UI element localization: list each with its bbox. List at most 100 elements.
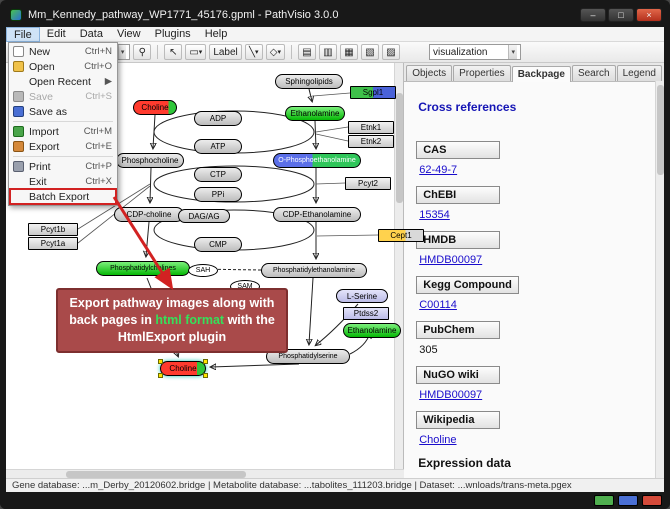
menu-item-export[interactable]: Export Ctrl+E [10,139,116,154]
select-tool-button[interactable]: ↖ [164,44,183,60]
node-phosphocholine[interactable]: Phosphocholine [116,153,184,168]
canvas-vertical-scrollbar[interactable] [394,63,404,478]
panel-scrollbar[interactable] [655,81,664,478]
window-title: Mm_Kennedy_pathway_WP1771_45176.gpml - P… [28,9,339,21]
node-phosphatidylserine[interactable]: Phosphatidylserine [266,349,350,364]
node-pcyt1b[interactable]: Pcyt1b [28,223,78,236]
scrollbar-thumb[interactable] [396,93,404,203]
xref-link[interactable]: C00114 [419,299,457,311]
toolbar-separator [157,45,159,59]
menu-item-batch-export[interactable]: Batch Export [9,188,117,205]
annotation-text: with the HtmlExport plugin [117,313,275,344]
node-ctp[interactable]: CTP [194,167,242,182]
tab-legend[interactable]: Legend [616,65,662,81]
node-ptdss2[interactable]: Ptdss2 [343,307,389,320]
statusbar: Gene database: ...m_Derby_20120602.bridg… [6,478,664,492]
scrollbar-thumb[interactable] [657,85,664,175]
node-cmp[interactable]: CMP [194,237,242,252]
menu-item-print[interactable]: Print Ctrl+P [10,159,116,174]
chevron-down-icon: ▾ [508,45,517,59]
node-ppi[interactable]: PPi [194,187,242,202]
selection-handle[interactable] [158,373,163,378]
node-sgpl1[interactable]: Sgpl1 [350,86,396,99]
menu-edit[interactable]: Edit [46,27,66,40]
tab-properties[interactable]: Properties [453,65,511,81]
new-file-icon [13,46,24,57]
node-sah[interactable]: SAH [188,264,218,277]
line-icon: ╲ [249,46,256,58]
menu-item-save-as[interactable]: Save as [10,104,116,119]
side-panel: Objects Properties Backpage Search Legen… [404,63,664,478]
menu-item-import[interactable]: Import Ctrl+M [10,124,116,139]
selection-handle[interactable] [203,359,208,364]
xref-link[interactable]: HMDB00097 [419,254,483,266]
xref-link[interactable]: 62-49-7 [419,164,458,176]
zoom-to-fit-button[interactable]: ⚲ [133,44,152,60]
xref-link[interactable]: Choline [419,434,457,446]
node-label: Choline [169,364,197,373]
selection-handle[interactable] [203,373,208,378]
annotation-callout: Export pathway images along with back pa… [56,288,288,353]
minimize-button[interactable]: – [580,8,606,22]
datanode-tool-button[interactable]: ▭▾ [185,44,207,60]
menu-item-save[interactable]: Save Ctrl+S [10,89,116,104]
menu-separator [13,121,113,122]
menu-data[interactable]: Data [79,27,103,40]
node-sphingolipids[interactable]: Sphingolipids [275,74,343,89]
node-pcyt2[interactable]: Pcyt2 [345,177,391,190]
node-l-serine[interactable]: L-Serine [336,289,388,303]
align-center-button[interactable]: ▥ [319,44,337,60]
node-ethanolamine[interactable]: Ethanolamine [285,106,345,121]
node-phosphatidylcholines[interactable]: Phosphatidylcholines [96,261,190,276]
menu-item-open-recent[interactable]: Open Recent ▶ [10,74,116,89]
shape-tool-button[interactable]: ◇▾ [265,44,285,60]
side-panel-tabs: Objects Properties Backpage Search Legen… [404,63,664,82]
distribute-horizontal-button[interactable]: ▧ [361,44,379,60]
scrollbar-thumb[interactable] [66,471,246,478]
xref-value: 305 [419,344,438,356]
menu-file[interactable]: File [6,26,40,42]
node-choline-selected[interactable]: Choline [158,359,208,378]
tab-objects[interactable]: Objects [406,65,453,81]
node-choline-top[interactable]: Choline [133,100,177,115]
line-tool-button[interactable]: ╲▾ [244,44,263,60]
menu-plugins[interactable]: Plugins [154,27,191,40]
node-pcyt1a[interactable]: Pcyt1a [28,237,78,250]
node-dag[interactable]: DAG/AG [178,209,230,223]
distribute-vertical-button[interactable]: ▨ [382,44,400,60]
node-atp[interactable]: ATP [194,139,242,154]
menu-separator [13,156,113,157]
label-tool-button[interactable]: Label [209,44,242,60]
maximize-button[interactable]: □ [608,8,634,22]
node-ethanolamine-2[interactable]: Ethanolamine [343,323,401,338]
menu-icon-spacer [13,191,24,202]
node-cdp-choline[interactable]: CDP-choline [114,207,184,222]
node-cept1[interactable]: Cept1 [378,229,424,242]
canvas-horizontal-scrollbar[interactable] [6,469,441,478]
node-etnk1[interactable]: Etnk1 [348,121,394,134]
tab-search[interactable]: Search [571,65,616,81]
node-cdp-ethanolamine[interactable]: CDP-Ethanolamine [273,207,361,222]
xref-title: HMDB [416,231,501,249]
distribute-horizontal-icon: ▧ [365,46,375,58]
xref-link[interactable]: 15354 [419,209,450,221]
tab-backpage[interactable]: Backpage [511,66,571,82]
menu-item-new[interactable]: New Ctrl+N [10,44,116,59]
visualization-combobox[interactable]: visualization▾ [429,44,521,60]
align-left-button[interactable]: ▤ [298,44,316,60]
node-phosphatidylethanolamine[interactable]: Phosphatidylethanolamine [261,263,367,278]
xref-section-cas: CAS 62-49-7 [416,140,652,176]
selection-handle[interactable] [158,359,163,364]
menu-item-exit[interactable]: Exit Ctrl+X [10,174,116,189]
menu-item-open[interactable]: Open Ctrl+O [10,59,116,74]
align-right-button[interactable]: ▦ [340,44,358,60]
xref-link[interactable]: HMDB00097 [419,389,483,401]
menu-help[interactable]: Help [204,27,228,40]
node-o-phosphoethanolamine[interactable]: O-Phosphoethanolamine [273,153,361,168]
green-chip [594,495,614,506]
node-etnk2[interactable]: Etnk2 [348,135,394,148]
annotation-highlight: html format [155,313,225,327]
close-button[interactable]: × [636,8,662,22]
node-adp[interactable]: ADP [194,111,242,126]
menu-view[interactable]: View [116,27,141,40]
